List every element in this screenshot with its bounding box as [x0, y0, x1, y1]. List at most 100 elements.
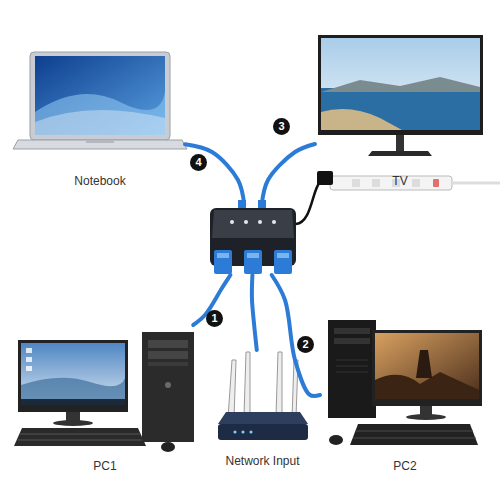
ethernet-cable	[252, 275, 257, 350]
tv-illustration-part	[321, 38, 480, 130]
pc2-illustration-part	[416, 350, 432, 378]
pc1-illustration-part	[26, 348, 32, 353]
switch-illustration-part	[244, 220, 248, 224]
pc2-illustration-part	[353, 438, 476, 439]
device-label: Network Input	[225, 454, 299, 470]
pc2-illustration	[328, 320, 482, 445]
pc1-illustration-part	[21, 343, 125, 405]
laptop-illustration-part	[35, 92, 165, 135]
pc2-illustration-part	[334, 338, 370, 344]
pc1-illustration-part	[165, 382, 171, 388]
pc-device: PC2	[320, 315, 490, 475]
pc1-illustration-part	[26, 357, 32, 362]
callout-number: 3	[273, 118, 290, 135]
ethernet-switch	[208, 205, 298, 275]
laptop-illustration-part	[86, 140, 114, 143]
pc1-illustration-part	[18, 440, 143, 441]
pc1-illustration-part	[148, 351, 188, 359]
laptop-illustration-part	[35, 56, 165, 135]
switch-illustration	[210, 200, 296, 274]
power-supply-part	[412, 179, 420, 187]
device-label: Notebook	[74, 174, 125, 190]
switch-illustration-part	[230, 220, 234, 224]
ethernet-cable	[262, 144, 315, 205]
power-supply-part	[317, 171, 333, 185]
tv-illustration-part	[321, 109, 402, 130]
pc1-illustration-part	[53, 420, 93, 426]
router-illustration-part	[276, 352, 282, 416]
callout-number: 1	[206, 310, 223, 327]
tv-illustration-part	[368, 151, 432, 156]
pc2-illustration-part	[356, 431, 473, 432]
power-supply-part	[433, 179, 439, 187]
router-illustration-part	[242, 431, 245, 434]
switch-illustration-part	[274, 250, 292, 274]
pc2-illustration-part	[334, 328, 370, 334]
switch-illustration-part	[277, 253, 289, 258]
tv-illustration-part	[318, 35, 483, 135]
device-label: PC2	[393, 459, 416, 475]
pc2-illustration-part	[336, 366, 368, 367]
callout-number: 2	[297, 336, 314, 353]
power-supply-part	[330, 176, 452, 190]
pc1-illustration-part	[148, 340, 188, 348]
switch-illustration-part	[258, 220, 262, 224]
laptop-illustration-part	[35, 110, 165, 135]
power-supply-part	[296, 182, 320, 224]
ethernet-cable	[185, 144, 244, 205]
switch-illustration-part	[217, 253, 229, 258]
pc1-illustration-part	[21, 399, 125, 405]
power-supply-part	[372, 179, 380, 187]
notebook-device: Notebook	[15, 50, 185, 190]
pc1-illustration-part	[21, 378, 125, 399]
pc1-illustration-part	[14, 428, 146, 446]
pc2-illustration-part	[336, 372, 368, 373]
device-label: TV	[392, 174, 407, 190]
pc1-illustration-part	[18, 340, 128, 412]
pc2-illustration-part	[329, 435, 343, 445]
callout-number: 4	[190, 154, 207, 171]
pc2-illustration-part	[406, 414, 446, 420]
switch-illustration-part	[210, 208, 296, 266]
laptop-illustration-part	[13, 140, 187, 149]
tv-illustration-part	[321, 88, 480, 130]
router-illustration-part	[234, 431, 237, 434]
pc-device: PC1	[10, 325, 200, 475]
switch-illustration-part	[247, 253, 259, 258]
pc1-illustration-part	[142, 332, 194, 442]
router-illustration-part	[250, 431, 253, 434]
pc1-illustration-part	[161, 442, 175, 452]
router-illustration-part	[228, 360, 236, 418]
pc2-illustration-part	[328, 320, 376, 418]
power-supply-part	[352, 179, 360, 187]
pc2-illustration-part	[372, 330, 482, 406]
ethernet-cable	[272, 275, 320, 396]
pc1-illustration-part	[20, 434, 140, 435]
pc1-illustration-part	[148, 362, 188, 366]
pc2-illustration-part	[375, 333, 479, 399]
pc1-illustration-part	[26, 366, 32, 371]
tv-illustration-part	[321, 77, 480, 92]
router-device: Network Input	[215, 350, 310, 470]
pc2-illustration-part	[336, 360, 368, 361]
power-supply-part	[452, 182, 500, 185]
device-label: PC1	[93, 459, 116, 475]
switch-illustration-part	[214, 250, 232, 274]
router-illustration-part	[244, 352, 250, 416]
power-supply	[296, 171, 500, 224]
tv-device: TV	[315, 30, 485, 190]
router-illustration-part	[218, 424, 308, 440]
laptop-illustration	[13, 52, 187, 149]
laptop-illustration-part	[30, 52, 170, 140]
tv-illustration	[318, 35, 483, 156]
switch-illustration-part	[244, 250, 262, 274]
pc1-illustration	[14, 332, 194, 452]
tv-illustration-part	[396, 135, 404, 151]
pc2-illustration-part	[350, 424, 478, 445]
switch-illustration-part	[272, 220, 276, 224]
router-illustration-part	[218, 412, 308, 424]
